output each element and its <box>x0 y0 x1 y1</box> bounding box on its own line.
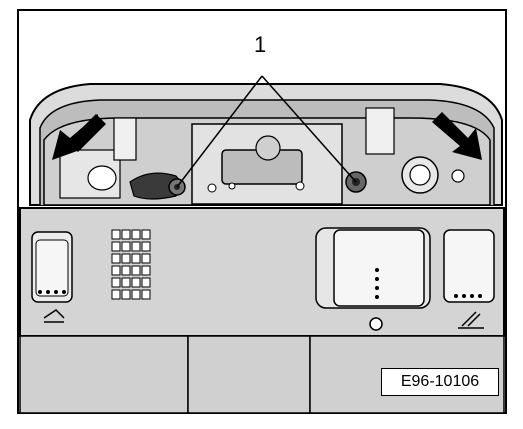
left-switch-dot-3 <box>54 290 58 294</box>
interior-lamp-icon <box>43 309 65 323</box>
right-clip <box>365 107 395 155</box>
small-hole-1 <box>207 183 217 193</box>
vent-grid <box>111 229 151 300</box>
right-switch-dot-3 <box>470 294 474 298</box>
center-switch <box>333 229 425 307</box>
right-switch-dot-1 <box>454 294 458 298</box>
left-switch-dot-1 <box>38 290 42 294</box>
bottom-compartment-center <box>187 335 311 414</box>
reading-lamp-icon <box>458 311 484 329</box>
bottom-compartment-left <box>19 335 189 414</box>
right-switch-dot-4 <box>478 294 482 298</box>
center-knob <box>255 135 281 161</box>
center-switch-dot-1 <box>375 268 379 272</box>
left-switch-inner <box>35 239 69 297</box>
center-switch-dot-2 <box>375 277 379 281</box>
sensor-hole <box>369 317 383 331</box>
callout-line-left <box>176 75 263 188</box>
left-arrow-body <box>68 114 106 152</box>
left-bulb <box>87 165 117 191</box>
right-switch-dot-2 <box>462 294 466 298</box>
small-hole-2 <box>295 181 305 191</box>
callout-line-right <box>261 75 357 183</box>
left-clip <box>113 117 137 161</box>
left-switch-dot-2 <box>46 290 50 294</box>
right-switch <box>443 229 495 303</box>
small-hole-3 <box>228 182 236 190</box>
figure-id-label: E96-10106 <box>381 368 499 396</box>
left-switch-dot-4 <box>62 290 66 294</box>
lower-panel <box>19 207 505 337</box>
right-arrow <box>432 112 482 160</box>
center-switch-dot-4 <box>375 295 379 299</box>
right-bulb <box>409 164 431 186</box>
right-small-ring <box>451 169 465 183</box>
callout-label: 1 <box>254 32 266 57</box>
center-switch-dot-3 <box>375 286 379 290</box>
